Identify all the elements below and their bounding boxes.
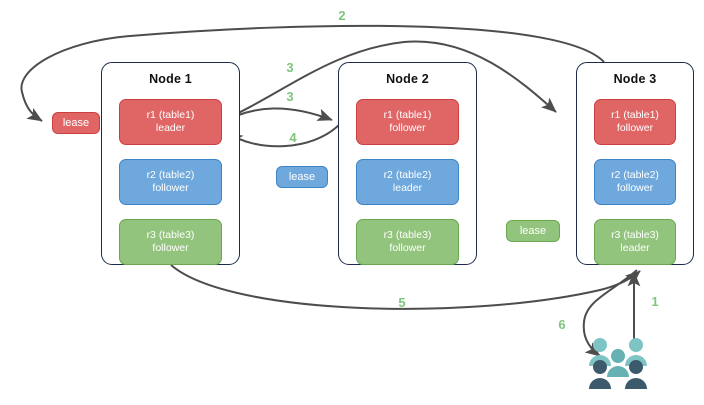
replica-n2-r1[interactable]: r1 (table1) follower (356, 99, 459, 145)
replica-n1-r3[interactable]: r3 (table3) follower (119, 219, 222, 265)
replica-name: r2 (table2) (611, 168, 659, 181)
replica-role: follower (389, 242, 426, 254)
arrow-2 (20, 24, 605, 122)
node-title-2: Node 2 (386, 72, 429, 86)
step-label-2: 2 (338, 8, 346, 23)
node-card-3[interactable]: Node 3 r1 (table1) follower r2 (table2) … (576, 62, 694, 265)
step-label-4: 4 (289, 130, 297, 145)
replica-role: follower (616, 122, 654, 134)
replica-n2-r3[interactable]: r3 (table3) follower (356, 219, 459, 265)
step-label-3a: 3 (286, 60, 294, 75)
replica-role: follower (616, 182, 654, 194)
lease-chip-green[interactable]: lease (506, 220, 560, 242)
replica-n1-r1[interactable]: r1 (table1) leader (119, 99, 222, 145)
replica-role: follower (152, 242, 189, 254)
people-group-icon (589, 338, 647, 389)
lease-chip-red[interactable]: lease (52, 112, 100, 134)
replica-role: follower (389, 122, 426, 134)
replica-name: r3 (table3) (146, 228, 195, 241)
replica-name: r2 (table2) (383, 168, 432, 181)
lease-chip-blue[interactable]: lease (276, 166, 328, 188)
arrow-3-to-node3 (218, 40, 557, 123)
step-label-5: 5 (398, 295, 406, 310)
replica-name: r3 (table3) (611, 228, 659, 241)
replica-role: leader (392, 182, 423, 194)
replica-name: r3 (table3) (383, 228, 432, 241)
node-card-1[interactable]: Node 1 r1 (table1) leader r2 (table2) fo… (101, 62, 240, 265)
replica-role: leader (620, 242, 650, 254)
step-label-6: 6 (558, 317, 566, 332)
arrow-6 (582, 269, 638, 357)
replica-name: r1 (table1) (611, 108, 659, 121)
replica-n1-r2[interactable]: r2 (table2) follower (119, 159, 222, 205)
node-title-1: Node 1 (149, 72, 192, 86)
replica-role: follower (152, 182, 189, 194)
replica-name: r1 (table1) (146, 108, 195, 121)
replica-name: r1 (table1) (383, 108, 432, 121)
node-title-3: Node 3 (613, 72, 657, 86)
replica-name: r2 (table2) (146, 168, 195, 181)
replica-role: leader (155, 122, 186, 134)
replica-n3-r1[interactable]: r1 (table1) follower (594, 99, 676, 145)
step-label-1: 1 (651, 294, 659, 309)
replica-n3-r2[interactable]: r2 (table2) follower (594, 159, 676, 205)
step-label-3b: 3 (286, 89, 294, 104)
replica-n2-r2[interactable]: r2 (table2) leader (356, 159, 459, 205)
replica-n3-r3[interactable]: r3 (table3) leader (594, 219, 676, 265)
node-card-2[interactable]: Node 2 r1 (table1) follower r2 (table2) … (338, 62, 477, 265)
